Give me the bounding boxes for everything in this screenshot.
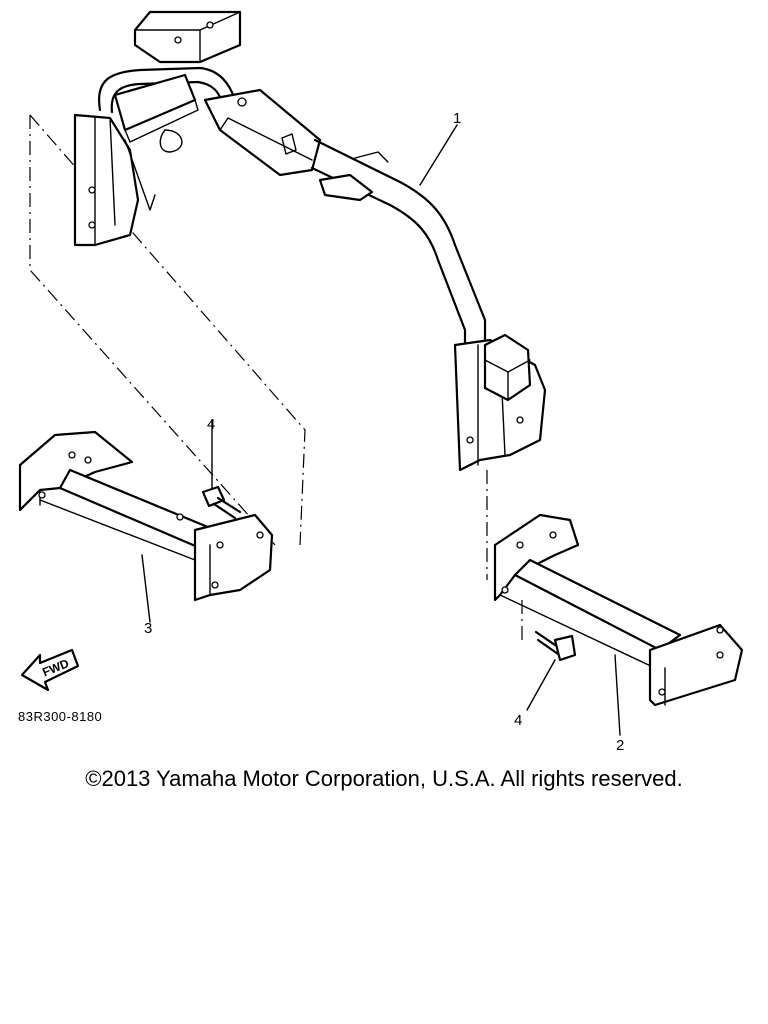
callout-leader-lines (141, 124, 621, 736)
exploded-parts-diagram: FWD (18, 10, 744, 736)
part-3-left-bracket (18, 430, 274, 602)
part-4-right-bolt (526, 630, 577, 711)
callout-part-4-right: 4 (514, 712, 523, 729)
part-2-right-bracket (493, 513, 744, 707)
copyright-notice: ©2013 Yamaha Motor Corporation, U.S.A. A… (85, 766, 683, 791)
callout-part-2: 2 (616, 737, 625, 754)
diagram-part-code: 83R300-8180 (18, 709, 103, 724)
callout-part-1: 1 (453, 110, 462, 127)
fwd-arrow-icon: FWD (20, 648, 80, 692)
part-4-left-bolt (201, 419, 242, 520)
callout-part-4-left: 4 (207, 416, 216, 433)
callout-part-3: 3 (144, 620, 153, 637)
part-1-guard-assembly (73, 10, 547, 472)
